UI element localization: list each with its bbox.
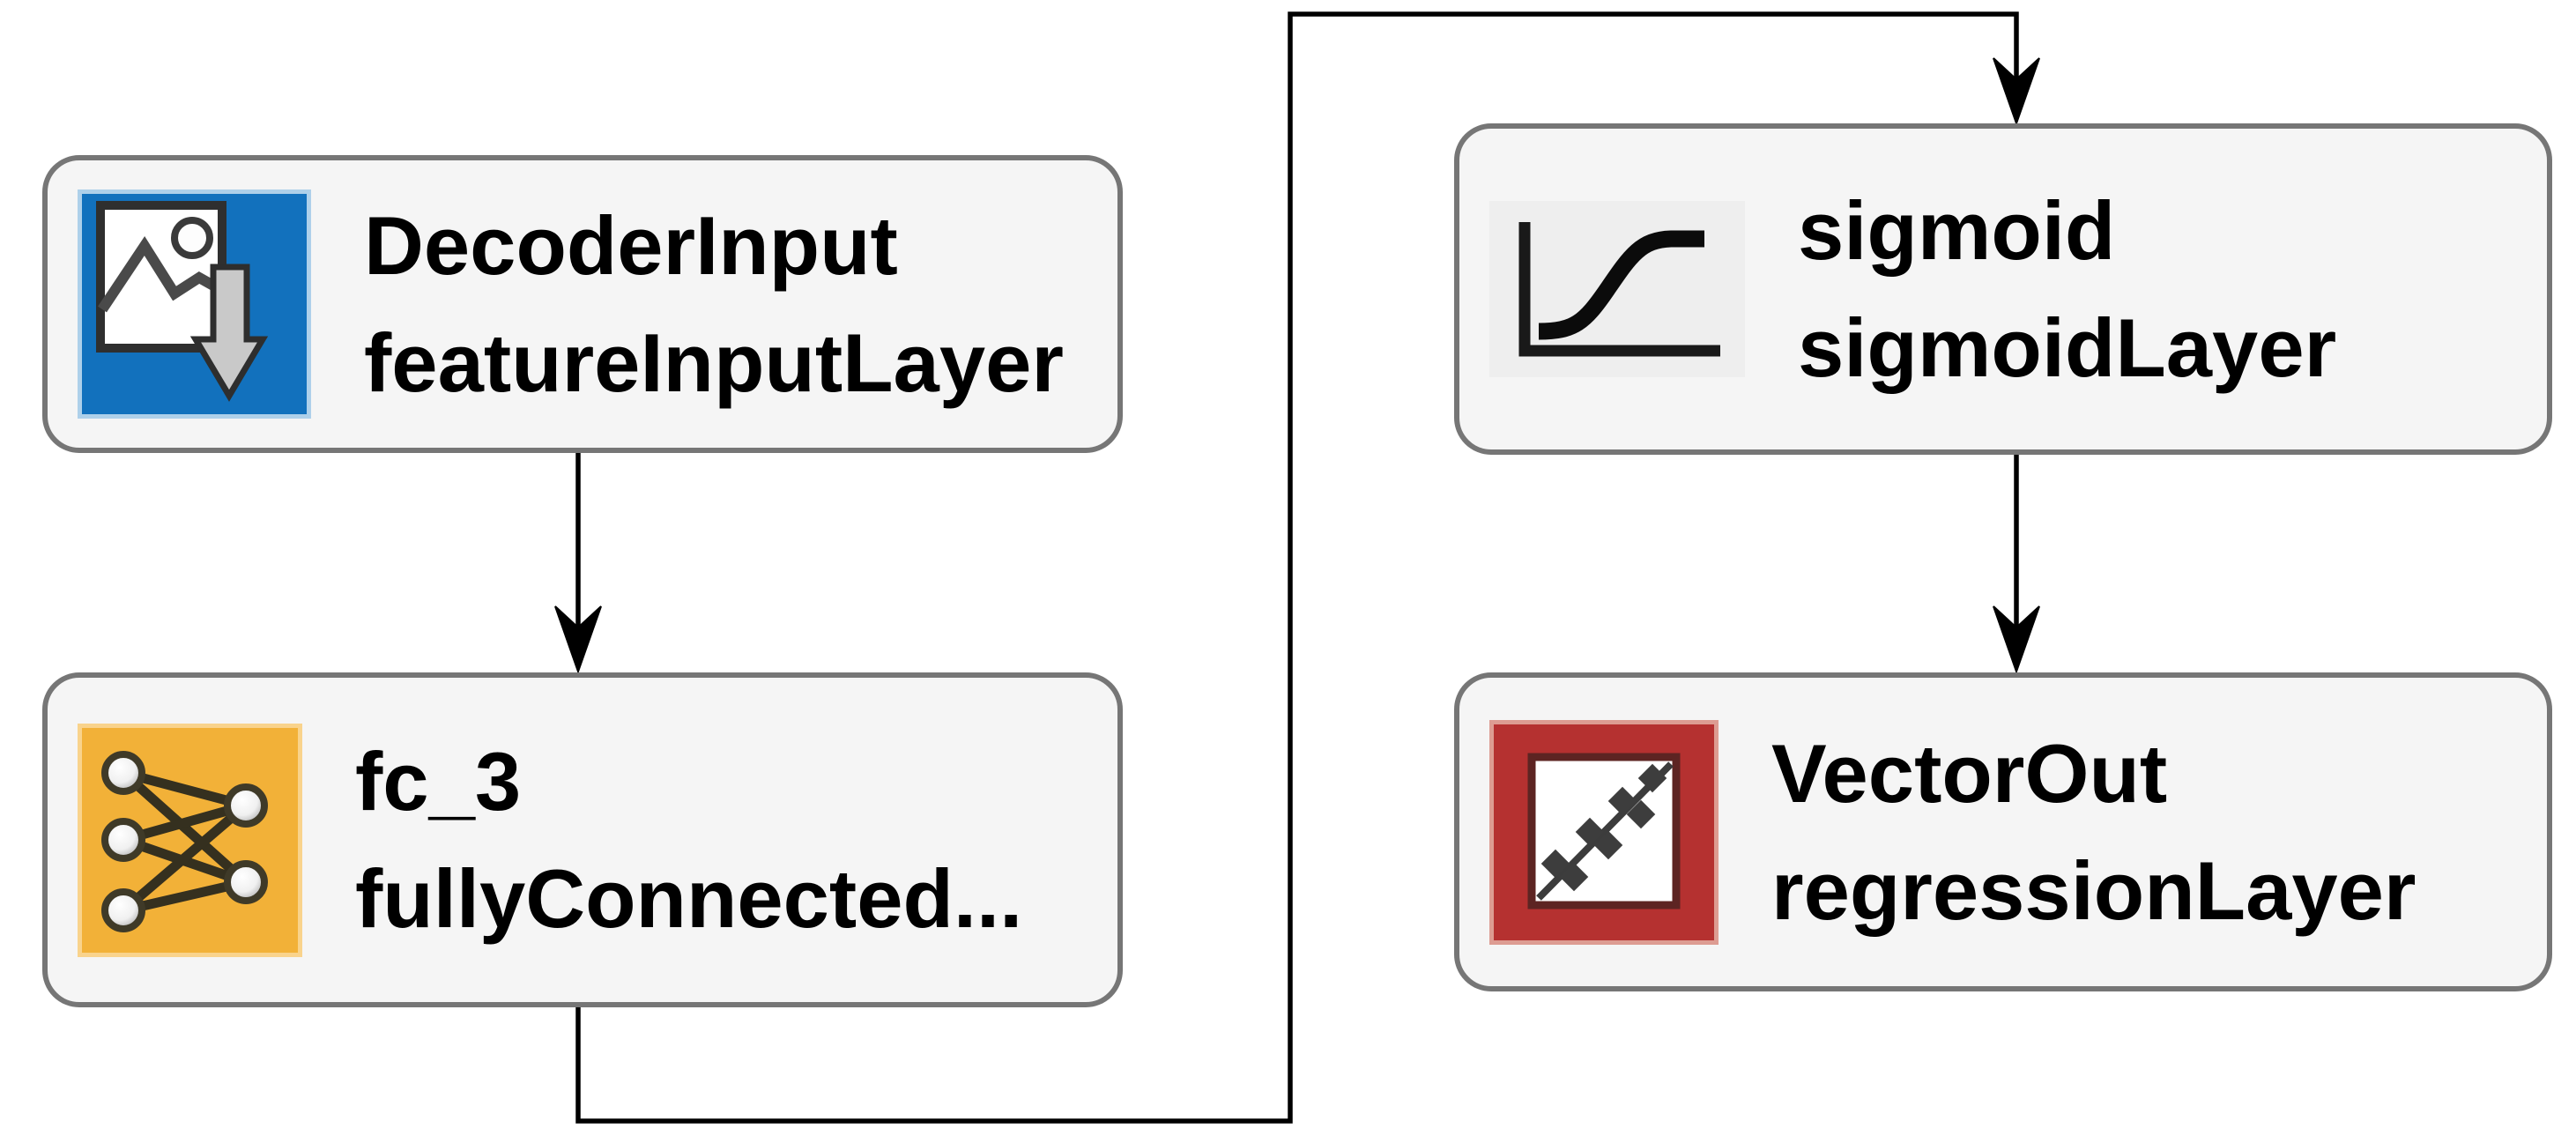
connector-fc3-to-sigmoid[interactable]: [575, 11, 2040, 1124]
layer-name: DecoderInput: [364, 198, 898, 292]
layer-node-decoderinput[interactable]: DecoderInput featureInputLayer: [42, 155, 1123, 453]
connector-decoderinput-to-fc3[interactable]: [554, 453, 602, 675]
sun-circle: [171, 217, 213, 259]
layer-label: VectorOut regressionLayer: [1771, 715, 2416, 950]
sigmoid-curve-icon: [1489, 201, 1745, 377]
arrowhead-icon: [554, 605, 602, 675]
layer-node-vectorout[interactable]: VectorOut regressionLayer: [1454, 672, 2552, 991]
layer-name: fc_3: [355, 734, 522, 828]
mountain-line: [98, 235, 224, 313]
layer-type: regressionLayer: [1771, 844, 2416, 937]
fully-connected-icon: [78, 723, 302, 957]
layer-name: VectorOut: [1771, 726, 2168, 820]
layer-name: sigmoid: [1798, 183, 2116, 277]
layer-label: fc_3 fullyConnected...: [355, 723, 1022, 958]
arrowhead-icon: [1993, 57, 2040, 127]
layer-type: sigmoidLayer: [1798, 301, 2337, 394]
layer-node-sigmoid[interactable]: sigmoid sigmoidLayer: [1454, 123, 2552, 455]
scatter-points: [1540, 763, 1667, 891]
layer-type: featureInputLayer: [364, 316, 1064, 409]
feature-input-icon: [78, 189, 311, 419]
connector-sigmoid-to-vectorout[interactable]: [1993, 455, 2040, 675]
neuron-nodes: [101, 750, 268, 932]
layer-node-fc3[interactable]: fc_3 fullyConnected...: [42, 672, 1123, 1007]
layer-label: DecoderInput featureInputLayer: [364, 187, 1064, 422]
sigmoid-curve: [1538, 230, 1704, 340]
regression-scatter-icon: [1489, 719, 1719, 945]
download-arrow: [189, 264, 269, 402]
layer-type: fullyConnected...: [355, 852, 1023, 945]
axis-lines: [1518, 222, 1720, 357]
connector-line[interactable]: [575, 11, 2019, 1124]
arrowhead-icon: [1993, 605, 2040, 675]
layer-label: sigmoid sigmoidLayer: [1798, 172, 2336, 407]
